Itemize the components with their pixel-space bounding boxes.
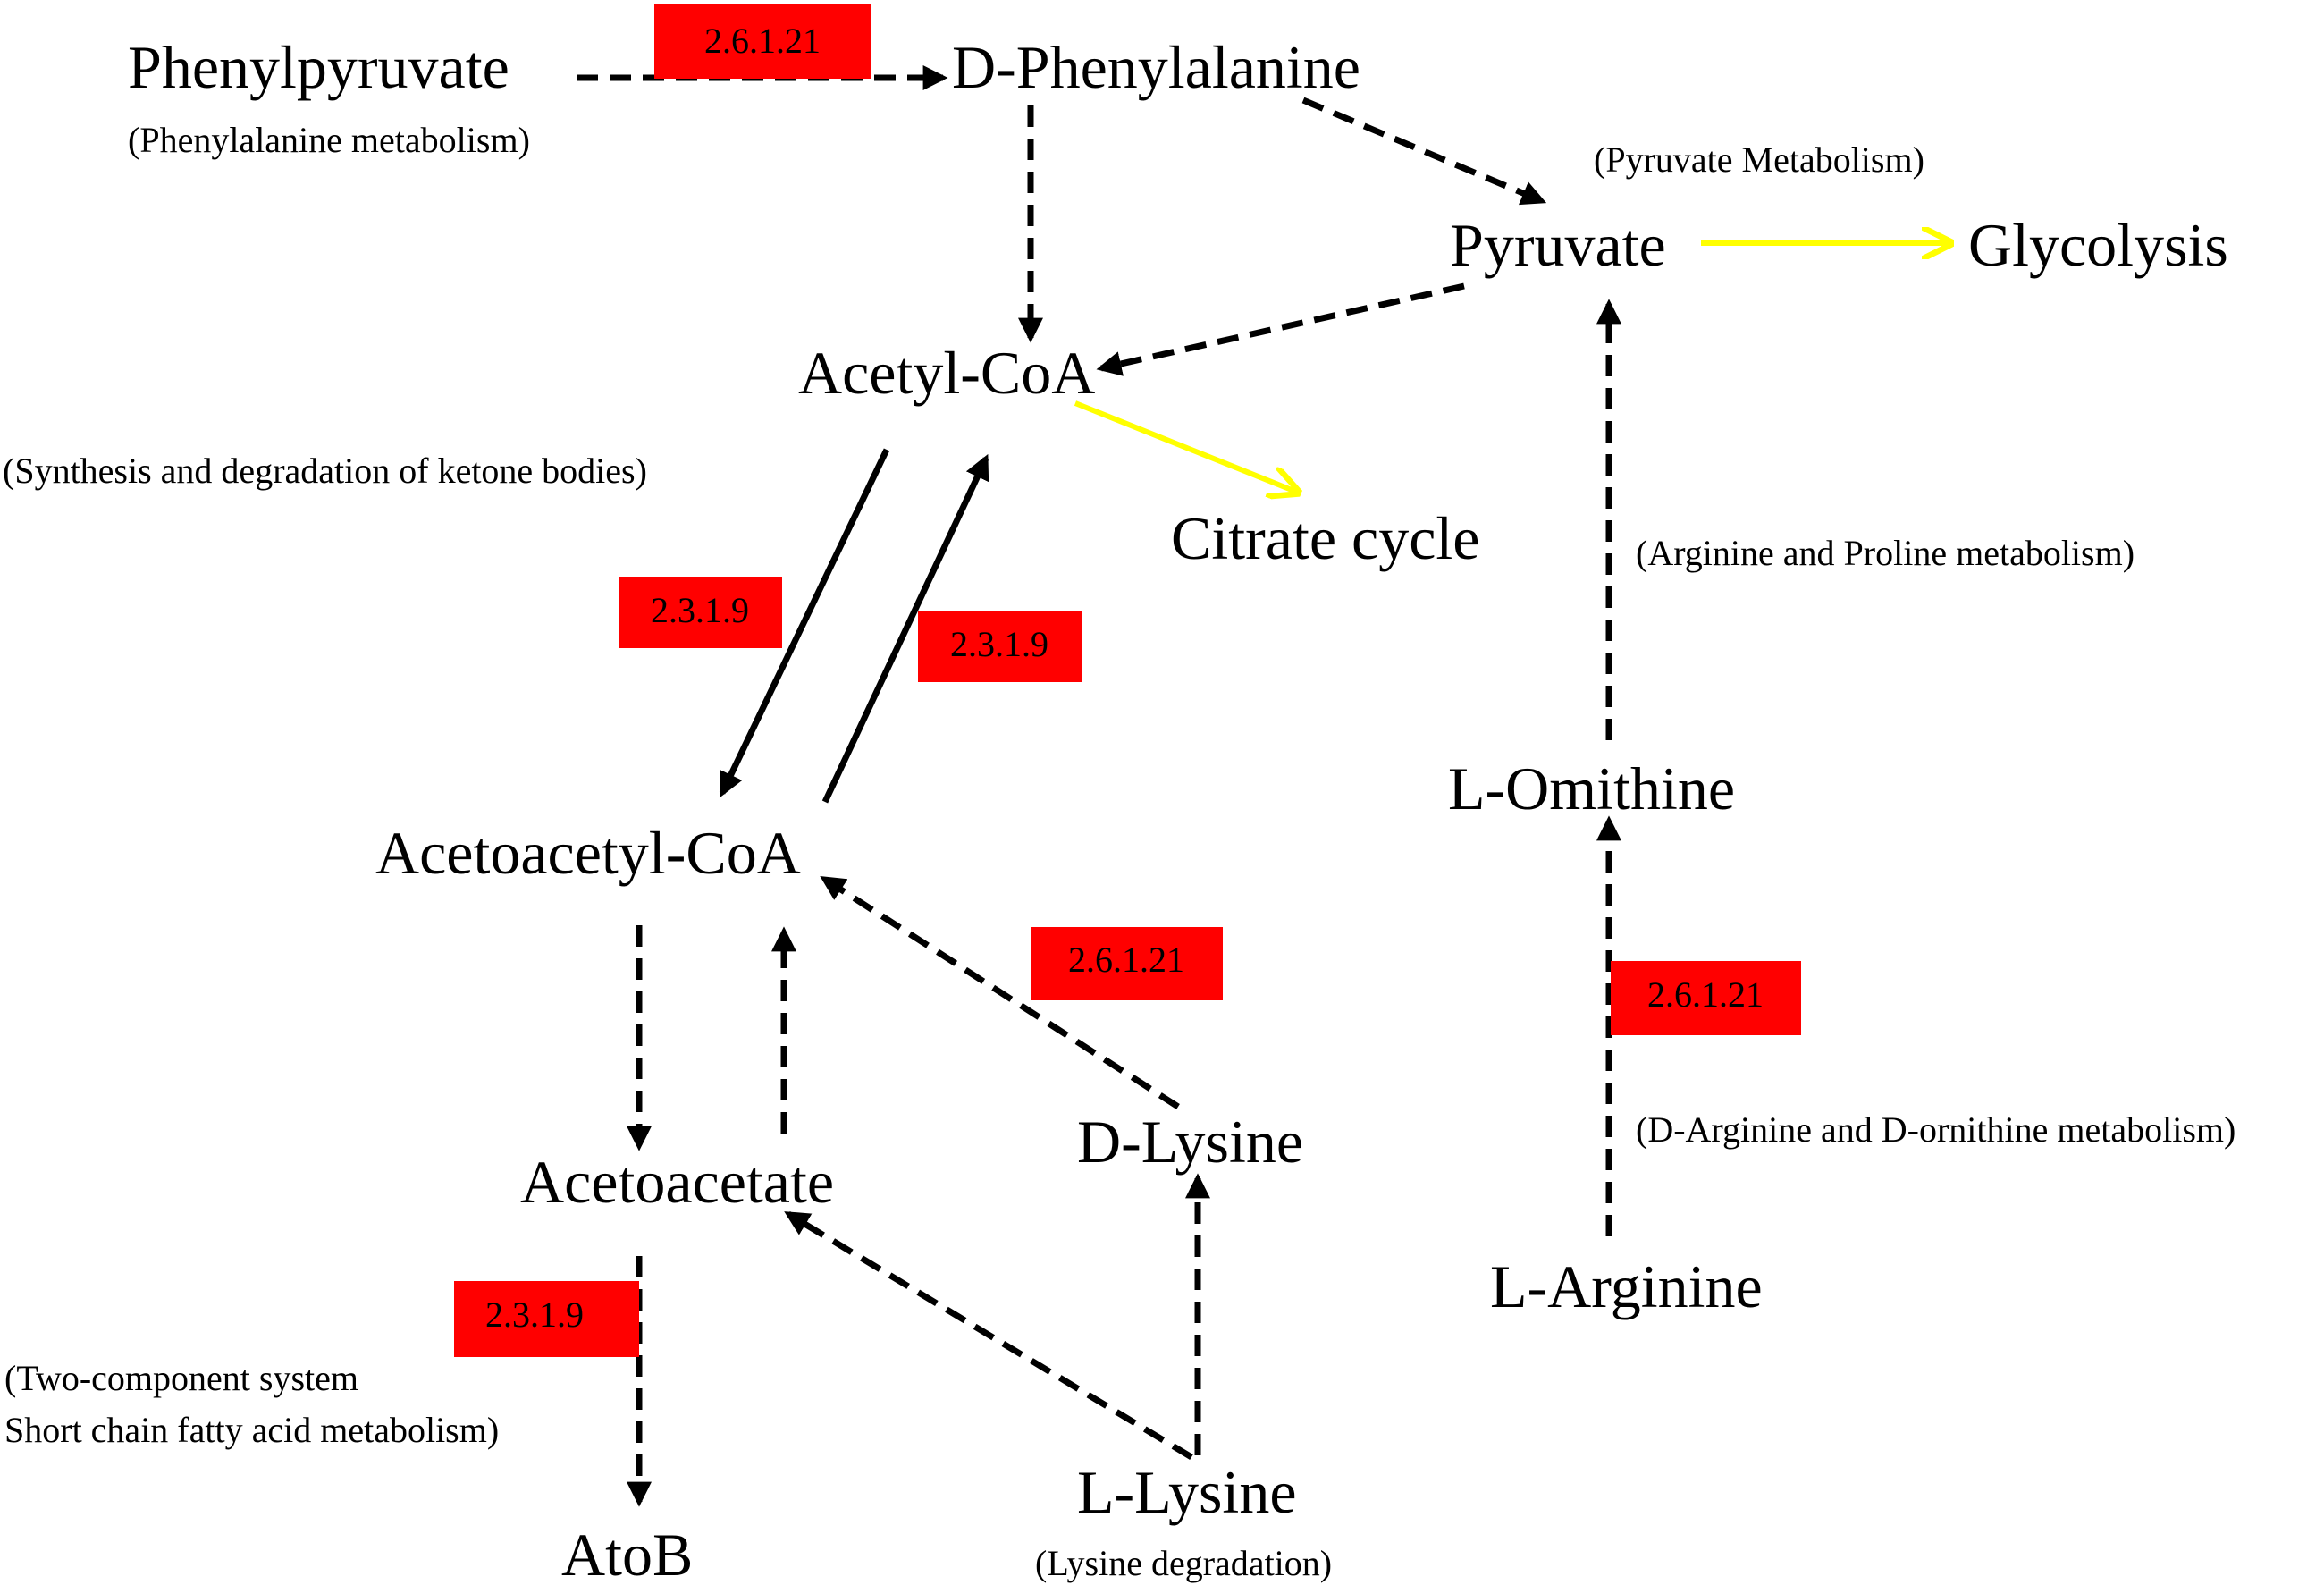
node-l-lysine: L-Lysine (1077, 1458, 1297, 1526)
node-pyruvate: Pyruvate (1450, 211, 1666, 279)
node-d-lysine: D-Lysine (1077, 1108, 1303, 1176)
enzyme-label: 2.6.1.21 (1647, 974, 1764, 1015)
pathway-label-short-chain-fatty-acid: Short chain fatty acid metabolism) (4, 1410, 499, 1450)
arrow-d-phenylalanine-to-pyruvate (1301, 97, 1547, 206)
arrow-d-lysine-to-acetoacetyl-coa (820, 875, 1180, 1109)
enzyme-box-atob-thiolase: 2.3.1.9 (454, 1281, 639, 1357)
enzyme-label: 2.6.1.21 (704, 21, 821, 61)
enzyme-label: 2.3.1.9 (950, 624, 1048, 664)
enzyme-box-acac-thiolase-reverse: 2.3.1.9 (918, 611, 1082, 682)
arrow-acetoacetyl-coa-to-acetyl-coa (821, 453, 989, 804)
enzyme-label: 2.6.1.21 (1068, 940, 1184, 980)
arrow-acetyl-coa-to-acetoacetyl-coa (719, 448, 890, 798)
pathway-label-pyruvate: (Pyruvate Metabolism) (1594, 139, 1924, 180)
node-phenylpyruvate: Phenylpyruvate (128, 33, 509, 101)
pathway-label-arginine-proline: (Arginine and Proline metabolism) (1636, 533, 2135, 573)
node-acetoacetyl-coa: Acetoacetyl-CoA (375, 819, 801, 887)
node-l-ornithine: L-Omithine (1448, 755, 1735, 822)
enzyme-label: 2.3.1.9 (485, 1294, 584, 1335)
pathway-label-phenylalanine: (Phenylalanine metabolism) (128, 120, 530, 160)
pathway-label-ketone-bodies: (Synthesis and degradation of ketone bod… (3, 451, 647, 491)
arrow-pyruvate-to-acetyl-coa (1096, 282, 1465, 376)
node-acetyl-coa: Acetyl-CoA (798, 339, 1095, 407)
node-atob: AtoB (561, 1521, 693, 1585)
node-l-arginine: L-Arginine (1490, 1252, 1763, 1320)
pathway-label-lysine-degradation: (Lysine degradation) (1035, 1543, 1332, 1583)
node-glycolysis: Glycolysis (1968, 211, 2228, 279)
enzyme-box-phe-transaminase: 2.6.1.21 (654, 4, 871, 79)
enzyme-box-arginine-transaminase: 2.6.1.21 (1611, 961, 1801, 1035)
node-citrate-cycle: Citrate cycle (1171, 504, 1479, 572)
arrow-l-lysine-to-acetoacetate (784, 1211, 1193, 1460)
enzyme-label: 2.3.1.9 (651, 590, 749, 630)
pathway-label-d-arginine: (D-Arginine and D-ornithine metabolism) (1636, 1109, 2236, 1150)
arrow-acetyl-coa-to-citrate-cycle (1074, 400, 1296, 492)
enzyme-box-acac-thiolase-forward: 2.3.1.9 (619, 577, 782, 648)
node-d-phenylalanine: D-Phenylalanine (952, 33, 1360, 101)
enzyme-box-lysine-transaminase: 2.6.1.21 (1031, 927, 1223, 1000)
node-acetoacetate: Acetoacetate (520, 1148, 834, 1216)
pathway-label-two-component: (Two-component system (4, 1358, 358, 1398)
